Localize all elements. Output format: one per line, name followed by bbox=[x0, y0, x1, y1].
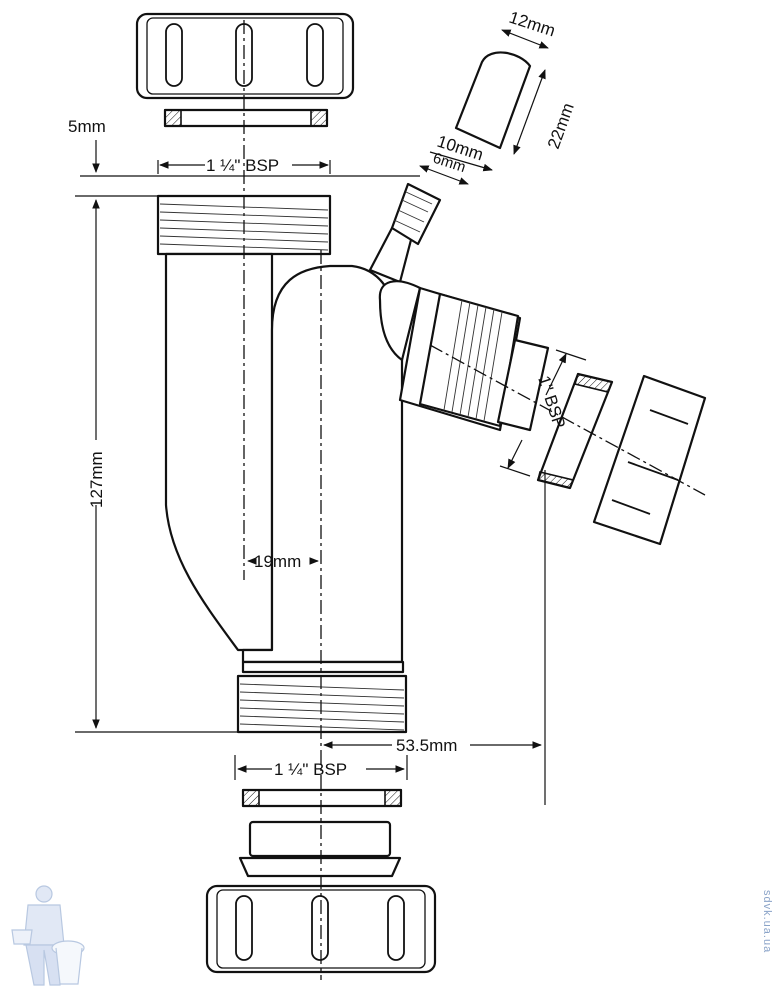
label-bottom-bsp: 1 ¼" BSP bbox=[274, 760, 347, 779]
side-washer bbox=[536, 372, 614, 490]
trap-body bbox=[156, 194, 408, 734]
top-compression-nut bbox=[135, 12, 355, 100]
side-centerline bbox=[429, 344, 706, 496]
label-offset: 19mm bbox=[254, 552, 301, 571]
watermark-text: sdvk.ua.ua bbox=[761, 890, 773, 953]
lower-thread bbox=[239, 683, 405, 731]
label-spigot-diameter: 12mm bbox=[507, 8, 558, 41]
dimension-lines bbox=[75, 29, 587, 805]
side-thread bbox=[443, 299, 503, 422]
side-compression-nut bbox=[592, 374, 707, 546]
label-top-bsp: 1 ¼" BSP bbox=[206, 156, 279, 175]
side-branch bbox=[378, 280, 550, 432]
top-washer bbox=[163, 108, 329, 128]
spigot-outlet bbox=[368, 182, 442, 284]
bottom-olive bbox=[238, 820, 402, 878]
label-spigot-length: 22mm bbox=[544, 100, 578, 151]
spigot-cap bbox=[454, 51, 532, 150]
bottom-washer bbox=[241, 788, 403, 808]
label-side-bsp: 1" BSP bbox=[534, 373, 569, 430]
label-body-height: 127mm bbox=[87, 451, 106, 508]
label-top-nut-gap: 5mm bbox=[68, 117, 106, 136]
label-side-offset: 53.5mm bbox=[396, 736, 457, 755]
plumber-with-toilet-icon bbox=[11, 885, 85, 986]
